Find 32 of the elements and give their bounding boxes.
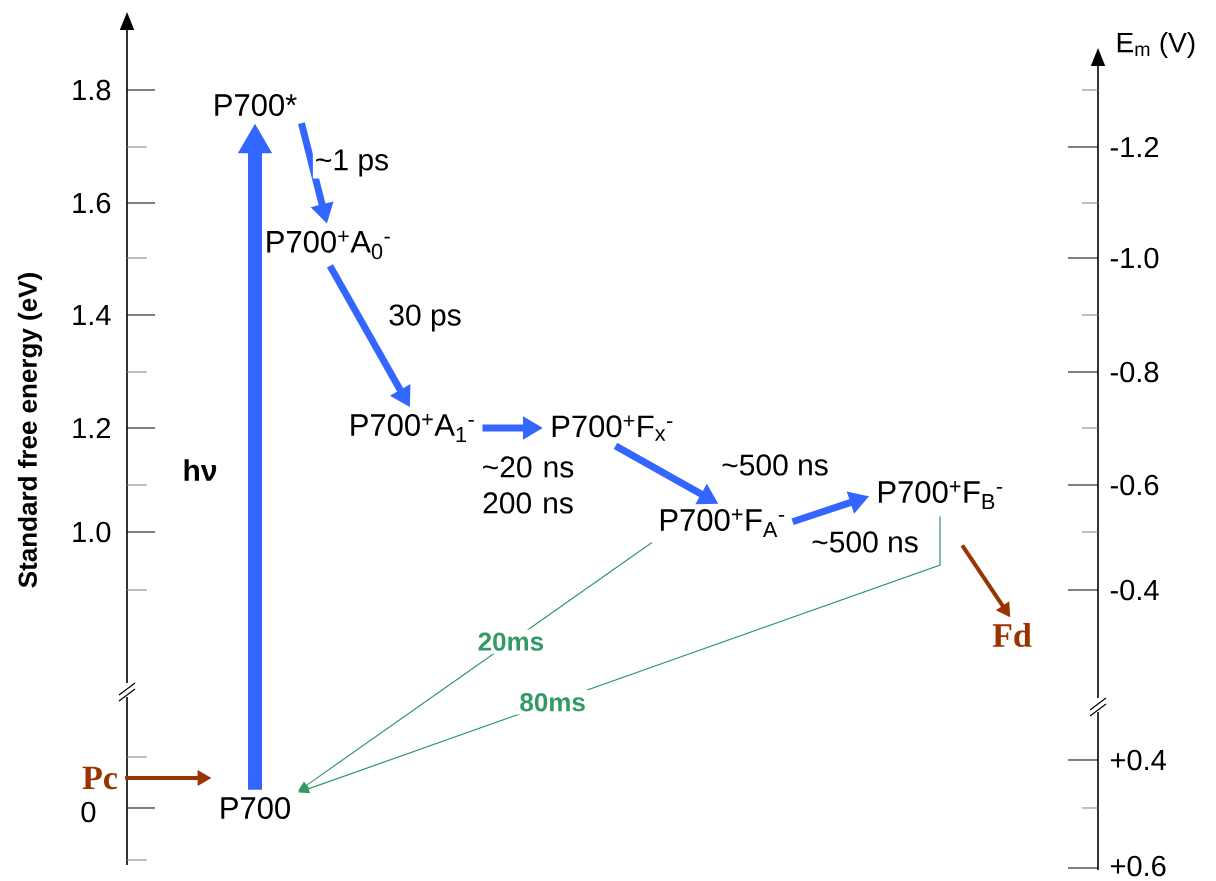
tick-label: 1.0 bbox=[73, 521, 111, 543]
tick-label: 1.4 bbox=[73, 305, 111, 325]
edge-label: 20ms bbox=[474, 629, 548, 654]
state-label: P700* bbox=[215, 94, 297, 116]
tick-label: -1.2 bbox=[1110, 136, 1159, 158]
edge-label: 30 ps bbox=[386, 302, 464, 334]
tick-label: 0 bbox=[81, 801, 96, 823]
species-label: Pc bbox=[82, 766, 118, 790]
edge-label: ~500 ns bbox=[809, 529, 921, 555]
state-label: P700 bbox=[221, 797, 290, 819]
tick-label: -0.4 bbox=[1110, 579, 1159, 601]
tick-label: +0.6 bbox=[1110, 855, 1166, 877]
tick-label: -0.8 bbox=[1110, 361, 1159, 383]
tick-label: -1.0 bbox=[1110, 247, 1159, 269]
state-label: P700$^{+}$F$_{B}$- bbox=[878, 481, 1003, 509]
axis-title: Standard free energy (eV) bbox=[17, 273, 43, 588]
state-label: P700$^{+}$A$_{1}$- bbox=[351, 414, 474, 442]
edge-label: ~500 ns bbox=[719, 452, 831, 478]
tick-label: 1.8 bbox=[73, 79, 111, 101]
species-label: Fd bbox=[992, 623, 1032, 647]
tick-label: 1.6 bbox=[73, 192, 111, 214]
tick-label: -0.6 bbox=[1110, 474, 1159, 496]
tick-label: 1.2 bbox=[73, 417, 110, 439]
edge-label: ~20 ns 200 ns bbox=[471, 454, 585, 516]
edge-label: ~1 ps bbox=[312, 147, 392, 179]
state-label: P700$^{+}$F$_{x}$$^{-}$ bbox=[552, 415, 673, 441]
axis-title: E$_{m}$ (V) bbox=[1117, 31, 1195, 59]
state-label: P700$^{+}$F$_{A}$- bbox=[660, 509, 785, 537]
tick-label: +0.4 bbox=[1110, 749, 1166, 771]
edge-label: 80ms bbox=[516, 690, 589, 715]
edge-label: hν bbox=[180, 457, 220, 483]
state-label: P700$^{+}$A$_{0}$- bbox=[267, 230, 390, 260]
